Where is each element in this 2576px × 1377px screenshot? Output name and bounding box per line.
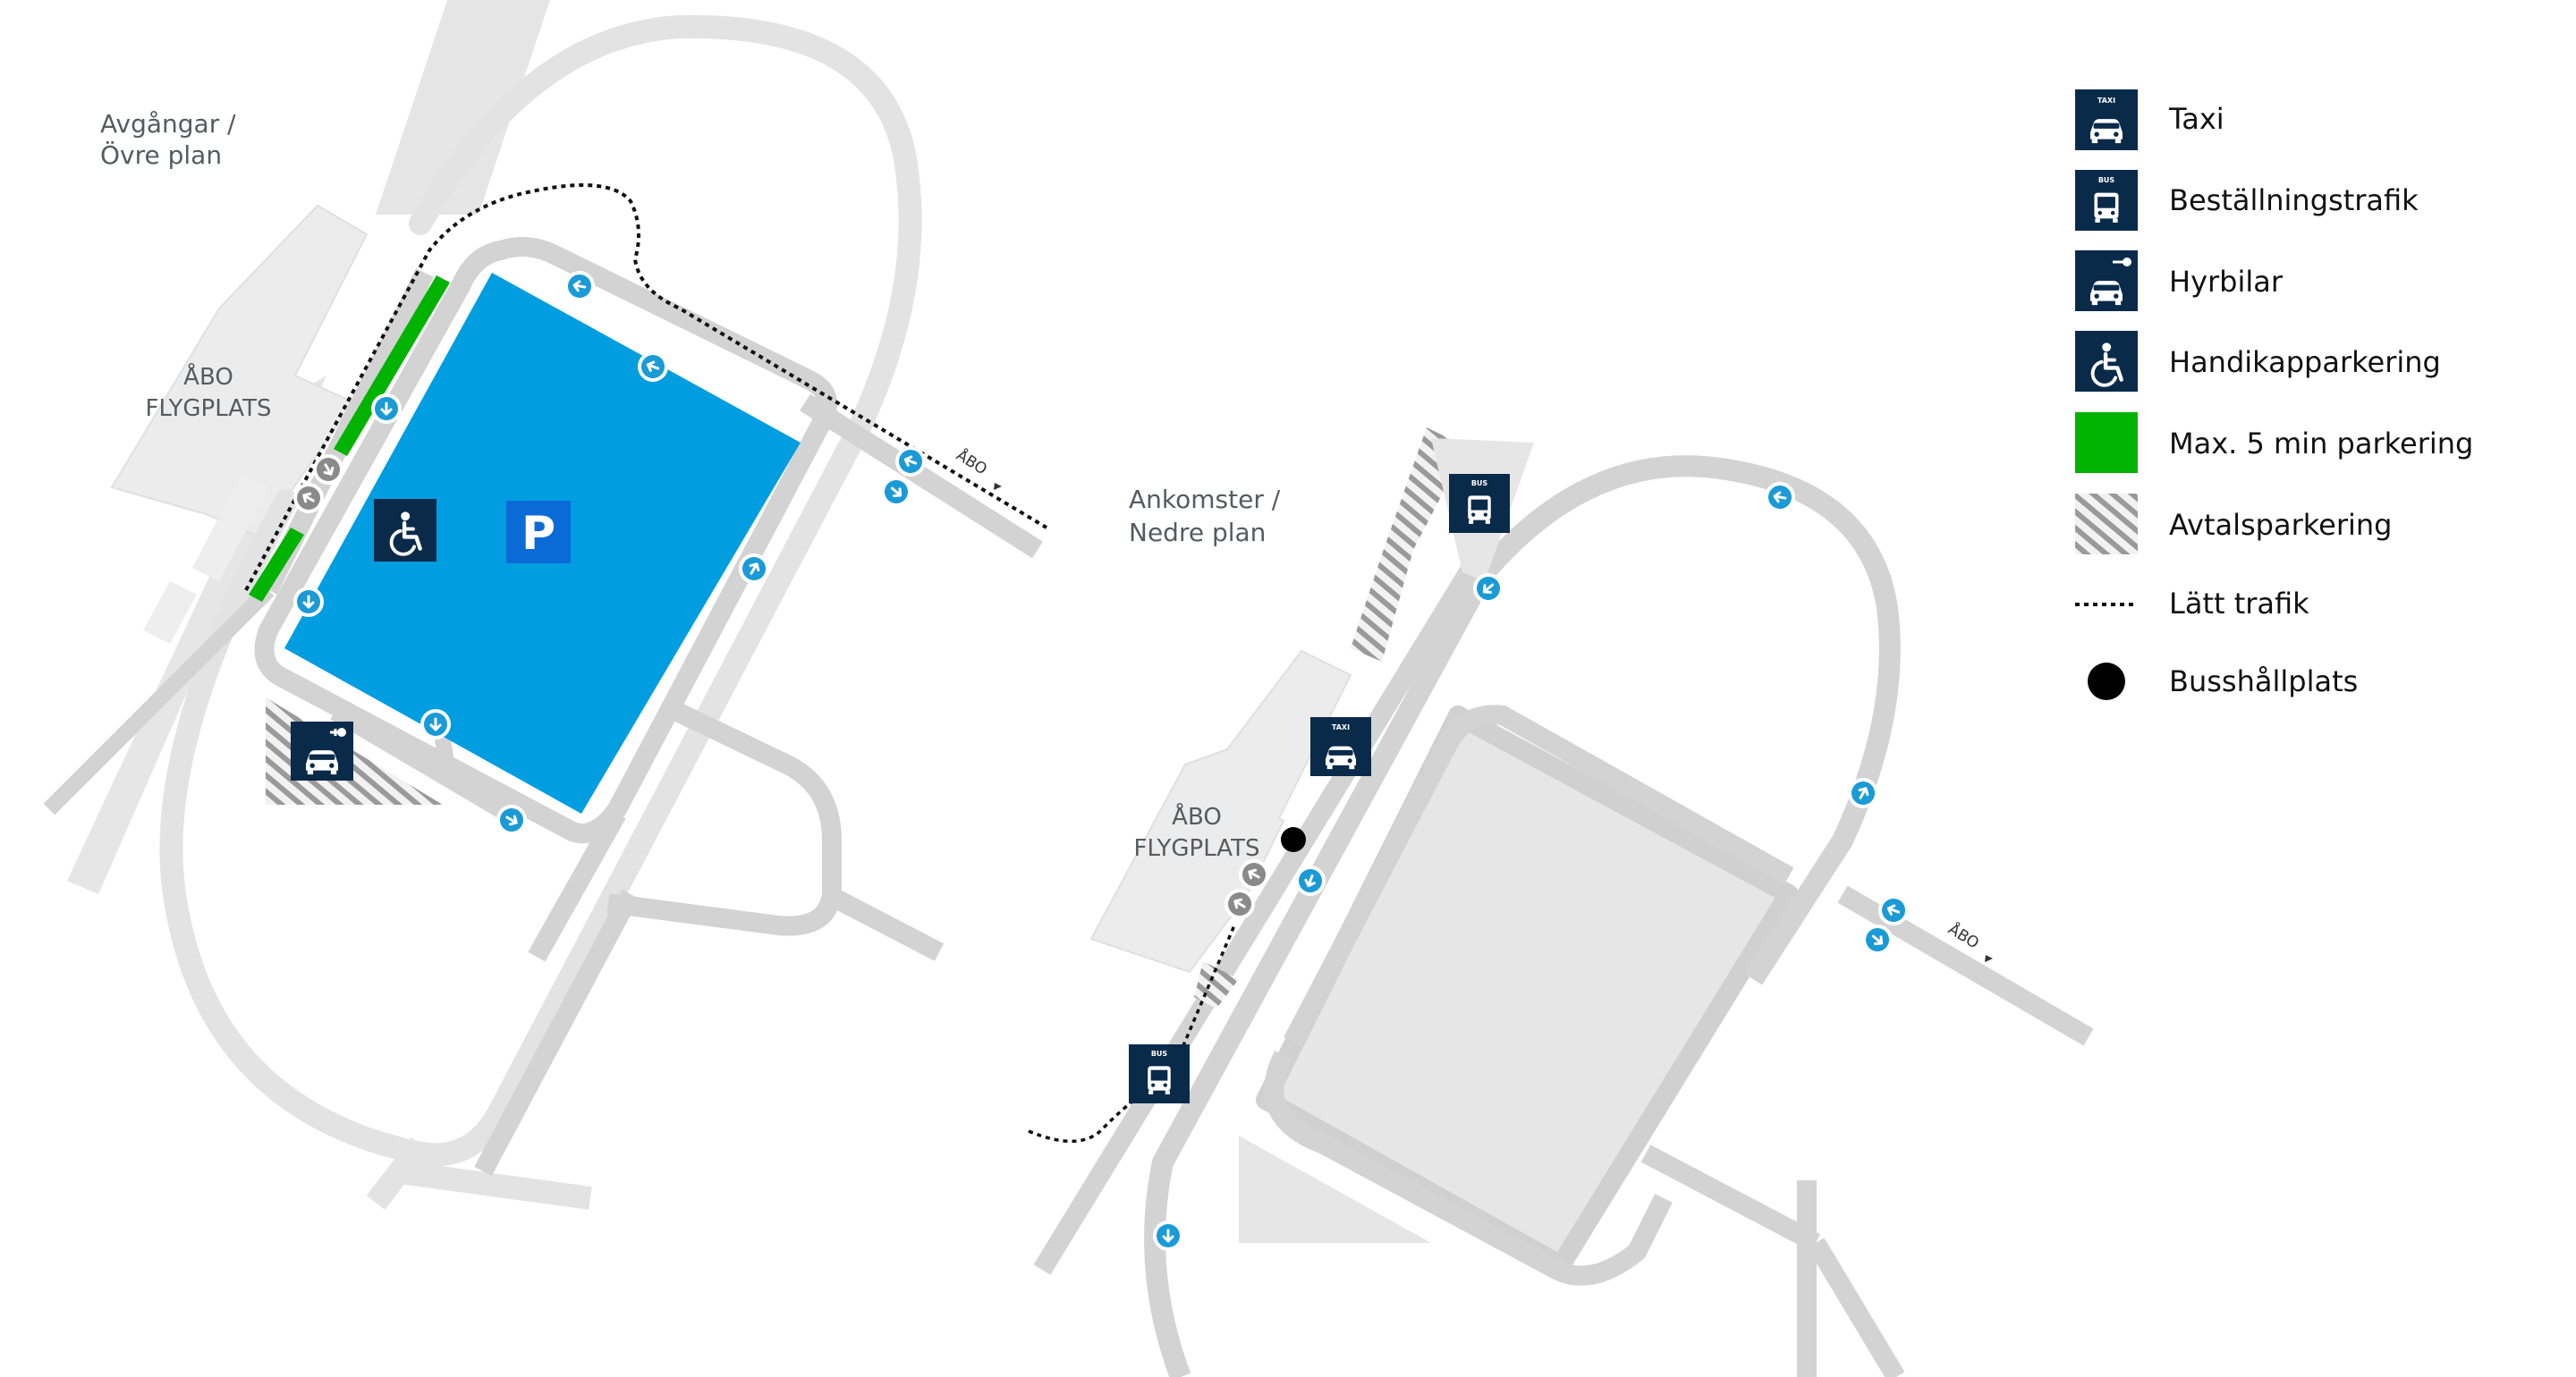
departures-level-label-1: Avgångar / — [100, 109, 236, 139]
legend-label: Taxi — [2168, 102, 2224, 136]
departures-map: Avgångar / Övre plan ÅBO FLYGPLATS ÅBO P — [43, 0, 1048, 1210]
departures-terminal-label-1: ÅBO — [183, 362, 233, 391]
arrivals-terminal-label-2: FLYGPLATS — [1134, 835, 1260, 862]
parking-sign-icon: P — [506, 501, 571, 563]
legend-label: Busshållplats — [2169, 664, 2358, 698]
bus-stop-dot-icon — [2088, 663, 2125, 700]
bus-stop-marker — [1281, 827, 1306, 852]
departures-terminal-label-2: FLYGPLATS — [146, 395, 272, 422]
car-rental-icon — [2075, 250, 2138, 311]
short-term-parking-strip-upper — [334, 275, 450, 456]
parking-sign-letter: P — [521, 507, 555, 561]
taxi-icon-caption: TAXI — [2097, 97, 2115, 105]
departures-road-direction: ÅBO — [953, 445, 991, 479]
taxi-icon: TAXI — [2075, 89, 2138, 150]
contract-parking-hatched — [1351, 427, 1467, 662]
legend-label: Lätt trafik — [2169, 587, 2309, 621]
departures-level-label-2: Övre plan — [100, 139, 222, 170]
green-swatch — [2075, 412, 2138, 473]
wheelchair-parking-icon — [374, 499, 436, 562]
legend-item-contract-parking: Avtalsparkering — [2075, 494, 2392, 554]
arrivals-level-label-2: Nedre plan — [1129, 518, 1266, 547]
bus-icon-caption: BUS — [1471, 479, 1488, 487]
legend-label: Handikapparkering — [2169, 345, 2441, 379]
bus-icon-caption: BUS — [1151, 1050, 1168, 1058]
direction-arrow — [292, 585, 326, 619]
arrivals-map: Ankomster / Nedre plan ÅBO FLYGPLATS ÅBO… — [1028, 427, 2094, 1377]
direction-arrow — [369, 392, 403, 426]
legend-item-bus-stop: Busshållplats — [2088, 663, 2358, 700]
bus-icon: BUS — [1129, 1044, 1190, 1103]
hatched-swatch — [2075, 494, 2138, 554]
direction-triangle-icon — [1985, 955, 1993, 962]
arrivals-terminal-label-1: ÅBO — [1172, 802, 1222, 831]
legend-label: Hyrbilar — [2169, 265, 2284, 299]
direction-arrow — [1151, 1219, 1185, 1253]
direction-triangle-icon — [994, 483, 1002, 490]
arrivals-level-label-1: Ankomster / — [1129, 485, 1281, 514]
legend-item-car-rental: Hyrbilar — [2075, 250, 2284, 311]
inner-ring-road — [254, 237, 837, 844]
legend-item-wheelchair: Handikapparkering — [2075, 331, 2441, 392]
arrivals-loop-road — [1144, 455, 1901, 1377]
taxi-icon-caption: TAXI — [1332, 723, 1350, 731]
light-traffic-route — [244, 183, 1048, 591]
legend-item-light-traffic: Lätt trafik — [2075, 587, 2309, 621]
arrivals-light-traffic-route — [1028, 925, 1236, 1143]
wheelchair-icon — [2075, 331, 2138, 392]
short-term-parking-strip-lower — [249, 528, 304, 602]
direction-arrow — [419, 707, 453, 741]
legend-item-taxi: TAXI Taxi — [2075, 89, 2224, 150]
legend-label: Avtalsparkering — [2169, 508, 2392, 542]
bus-icon: BUS — [2075, 170, 2138, 231]
car-rental-icon — [291, 722, 353, 781]
legend: TAXI Taxi BUS Beställningstrafik Hyrbila… — [2075, 89, 2473, 700]
legend-label: Max. 5 min parkering — [2169, 427, 2473, 460]
taxi-icon: TAXI — [1310, 717, 1371, 776]
bus-icon: BUS — [1449, 474, 1510, 533]
legend-label: Beställningstrafik — [2169, 183, 2419, 217]
bus-icon-caption: BUS — [2098, 176, 2115, 184]
legend-item-bus: BUS Beställningstrafik — [2075, 170, 2419, 231]
legend-item-short-parking: Max. 5 min parkering — [2075, 412, 2473, 473]
